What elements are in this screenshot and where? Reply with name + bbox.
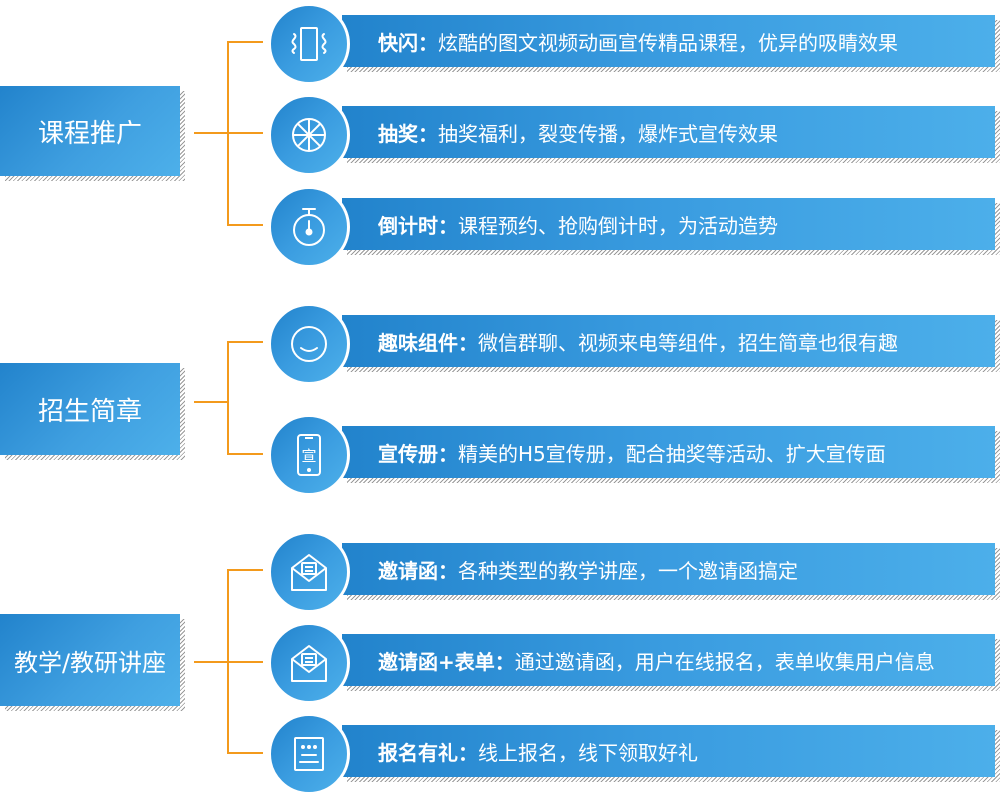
feature-bar: [342, 426, 995, 478]
connector-branch: [227, 41, 263, 43]
feature-bar: [342, 15, 995, 67]
feature-row: 快闪：炫酷的图文视频动画宣传精品课程，优异的吸睛效果: [268, 3, 1000, 85]
connector-branch: [227, 661, 263, 663]
category-label: 教学/教研讲座: [0, 614, 180, 706]
feature-row: 趣味组件：微信群聊、视频来电等组件，招生简章也很有趣: [268, 303, 1000, 385]
feature-text: 趣味组件：微信群聊、视频来电等组件，招生简章也很有趣: [378, 315, 898, 367]
feature-separator: ：: [438, 213, 458, 238]
feature-desc: 通过邀请函，用户在线报名，表单收集用户信息: [514, 649, 935, 674]
feature-icon-circle: [268, 622, 350, 704]
connector-horizontal: [194, 132, 228, 134]
feature-text: 宣传册：精美的H5宣传册，配合抽奖等活动、扩大宣传面: [378, 426, 886, 478]
feature-icon-circle: 宣: [268, 414, 350, 496]
feature-text: 邀请函+表单：通过邀请函，用户在线报名，表单收集用户信息: [378, 634, 935, 686]
invitation-envelope-icon: [291, 645, 327, 682]
lottery-wheel-icon: [292, 118, 326, 152]
brochure-phone-icon: 宣: [297, 434, 321, 476]
feature-separator: ：: [438, 441, 458, 466]
category-course-promotion: 课程推广: [0, 86, 185, 181]
connector-branch: [227, 132, 263, 134]
feature-row: 宣传册：精美的H5宣传册，配合抽奖等活动、扩大宣传面 宣: [268, 414, 1000, 496]
feature-bar: [342, 315, 995, 367]
connector-horizontal: [194, 401, 228, 403]
feature-text: 快闪：炫酷的图文视频动画宣传精品课程，优异的吸睛效果: [378, 15, 898, 67]
category-teaching-lectures: 教学/教研讲座: [0, 614, 185, 711]
feature-title: 趣味组件: [378, 330, 458, 355]
feature-row: 倒计时：课程预约、抢购倒计时，为活动造势: [268, 186, 1000, 268]
feature-separator: ：: [458, 330, 478, 355]
connector-vertical: [227, 341, 229, 455]
feature-separator: ：: [438, 558, 458, 583]
feature-icon-circle: [268, 3, 350, 85]
feature-title: 倒计时: [378, 213, 438, 238]
feature-text: 邀请函：各种类型的教学讲座，一个邀请函搞定: [378, 543, 798, 595]
feature-row: 报名有礼：线上报名，线下领取好礼: [268, 713, 1000, 795]
feature-separator: ：: [458, 740, 478, 765]
feature-desc: 抽奖福利，裂变传播，爆炸式宣传效果: [438, 121, 778, 146]
vibrating-phone-icon: [291, 27, 327, 61]
feature-row: 邀请函+表单：通过邀请函，用户在线报名，表单收集用户信息: [268, 622, 1000, 704]
feature-icon-circle: [268, 303, 350, 385]
feature-title: 快闪: [378, 30, 418, 55]
feature-bar: [342, 543, 995, 595]
form-icon: [294, 737, 324, 771]
feature-desc: 精美的H5宣传册，配合抽奖等活动、扩大宣传面: [458, 441, 886, 466]
feature-desc: 炫酷的图文视频动画宣传精品课程，优异的吸睛效果: [438, 30, 898, 55]
feature-title: 报名有礼: [378, 740, 458, 765]
feature-icon-circle: [268, 713, 350, 795]
category-label: 课程推广: [0, 86, 180, 176]
feature-desc: 课程预约、抢购倒计时，为活动造势: [458, 213, 778, 238]
brochure-char: 宣: [301, 447, 316, 465]
feature-bar: [342, 634, 995, 686]
feature-icon-circle: [268, 186, 350, 268]
feature-text: 倒计时：课程预约、抢购倒计时，为活动造势: [378, 198, 778, 250]
feature-icon-circle: [268, 94, 350, 176]
feature-row: 抽奖：抽奖福利，裂变传播，爆炸式宣传效果: [268, 94, 1000, 176]
feature-title: 抽奖: [378, 121, 418, 146]
feature-text: 抽奖：抽奖福利，裂变传播，爆炸式宣传效果: [378, 106, 778, 158]
connector-branch: [227, 341, 263, 343]
feature-text: 报名有礼：线上报名，线下领取好礼: [378, 725, 698, 777]
feature-separator: ：: [494, 649, 515, 674]
connector-branch: [227, 453, 263, 455]
category-enrollment-brochure: 招生简章: [0, 363, 185, 460]
feature-bar: [342, 198, 995, 250]
category-label: 招生简章: [0, 363, 180, 455]
feature-row: 邀请函：各种类型的教学讲座，一个邀请函搞定: [268, 531, 1000, 613]
smile-icon: [291, 326, 327, 362]
feature-title: 邀请函+表单: [378, 649, 495, 674]
connector-branch: [227, 569, 263, 571]
connector-horizontal: [194, 661, 228, 663]
stopwatch-icon: [293, 208, 325, 246]
connector-branch: [227, 752, 263, 754]
invitation-envelope-icon: [291, 554, 327, 591]
feature-desc: 各种类型的教学讲座，一个邀请函搞定: [458, 558, 798, 583]
feature-separator: ：: [418, 30, 438, 55]
feature-bar: [342, 106, 995, 158]
feature-title: 宣传册: [378, 441, 438, 466]
feature-icon-circle: [268, 531, 350, 613]
feature-bar: [342, 725, 995, 777]
feature-title: 邀请函: [378, 558, 438, 583]
feature-desc: 微信群聊、视频来电等组件，招生简章也很有趣: [478, 330, 898, 355]
connector-branch: [227, 224, 263, 226]
feature-separator: ：: [418, 121, 438, 146]
feature-desc: 线上报名，线下领取好礼: [478, 740, 698, 765]
